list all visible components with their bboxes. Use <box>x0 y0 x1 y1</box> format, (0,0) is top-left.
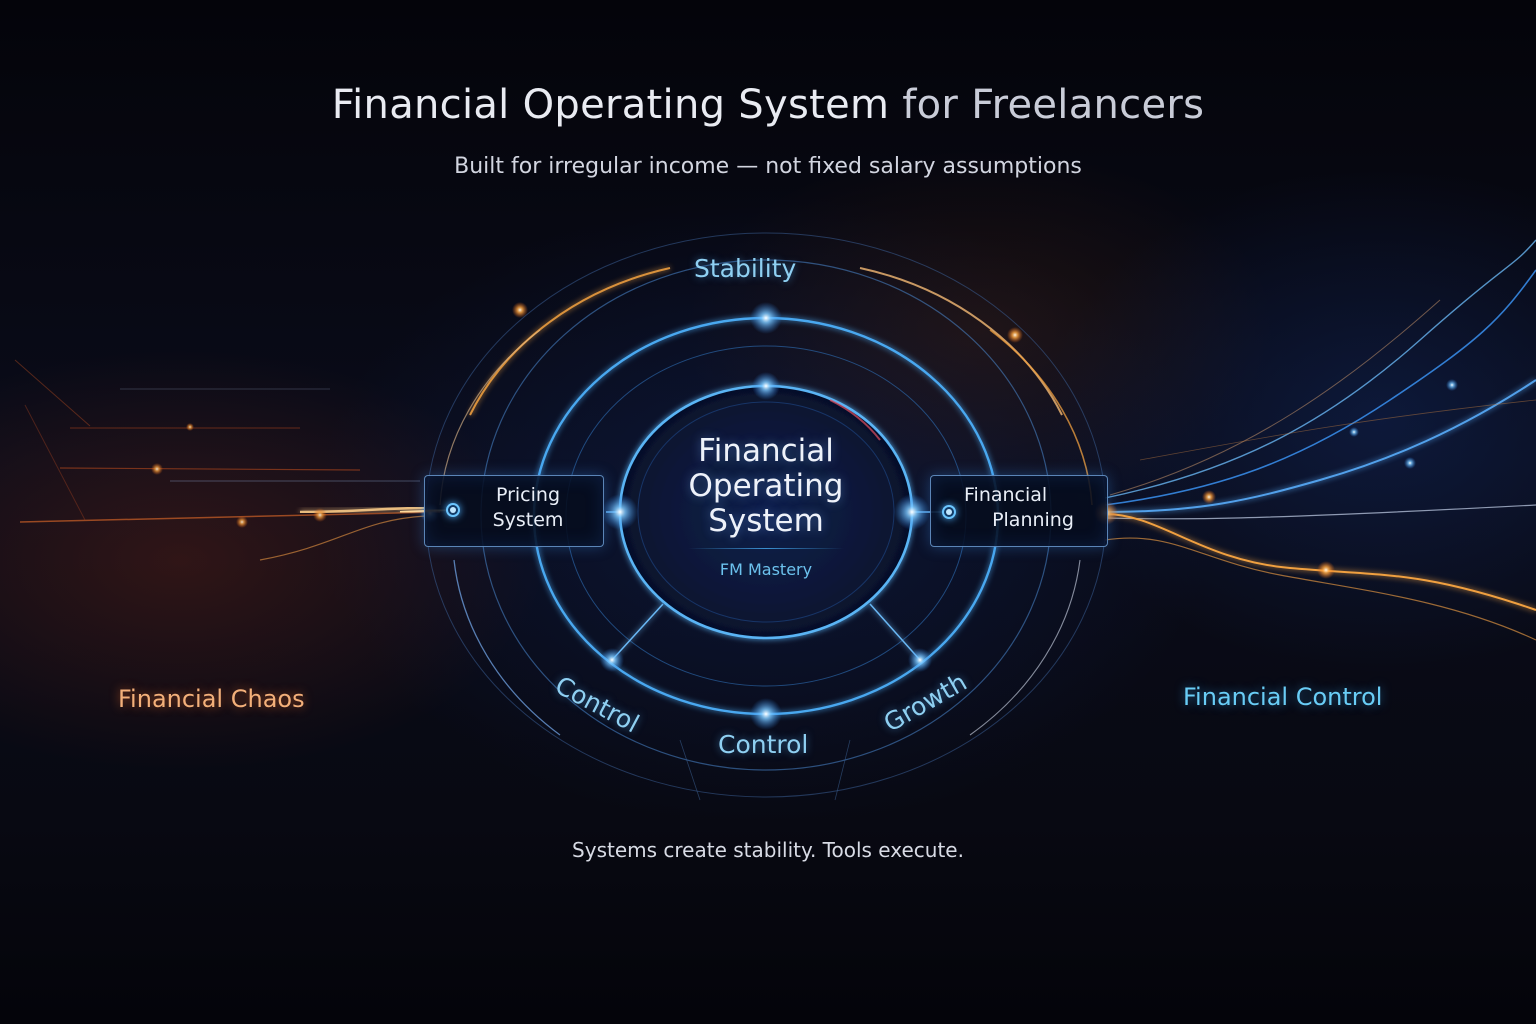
node-right-line-1: Financial <box>964 484 1048 506</box>
core-title-line-1: Financial <box>698 433 834 469</box>
ring-label-stability: Stability <box>694 254 797 283</box>
title-bold: Financial Operating System <box>331 82 890 128</box>
node-left-line-1: Pricing <box>495 484 561 506</box>
tagline: Systems create stability. Tools execute. <box>572 838 964 862</box>
core-title-line-3: System <box>708 503 824 539</box>
page-subtitle: Built for irregular income — not fixed s… <box>454 154 1082 179</box>
core-divider <box>688 548 844 549</box>
ring-label-control-bottom: Control <box>718 730 809 759</box>
node-left-line-2: System <box>492 509 564 531</box>
control-streaks <box>1104 239 1536 641</box>
label-financial-chaos: Financial Chaos <box>118 685 305 713</box>
core-title: Financial Operating System <box>616 434 916 539</box>
core-title-line-2: Operating <box>688 468 844 504</box>
core-subtitle: FM Mastery <box>719 560 813 579</box>
chaos-streaks <box>14 359 441 561</box>
node-connector-icon <box>942 505 956 519</box>
page-title: Financial Operating System for Freelance… <box>0 82 1536 128</box>
node-right-line-2: Planning <box>992 509 1074 531</box>
title-light: for Freelancers <box>902 82 1205 128</box>
node-financial-planning <box>930 475 1108 547</box>
node-financial-planning-label: Financial Planning <box>958 483 1088 533</box>
node-connector-icon <box>446 503 460 517</box>
node-pricing-system-label: Pricing System <box>468 483 588 533</box>
label-financial-control: Financial Control <box>1183 683 1383 711</box>
